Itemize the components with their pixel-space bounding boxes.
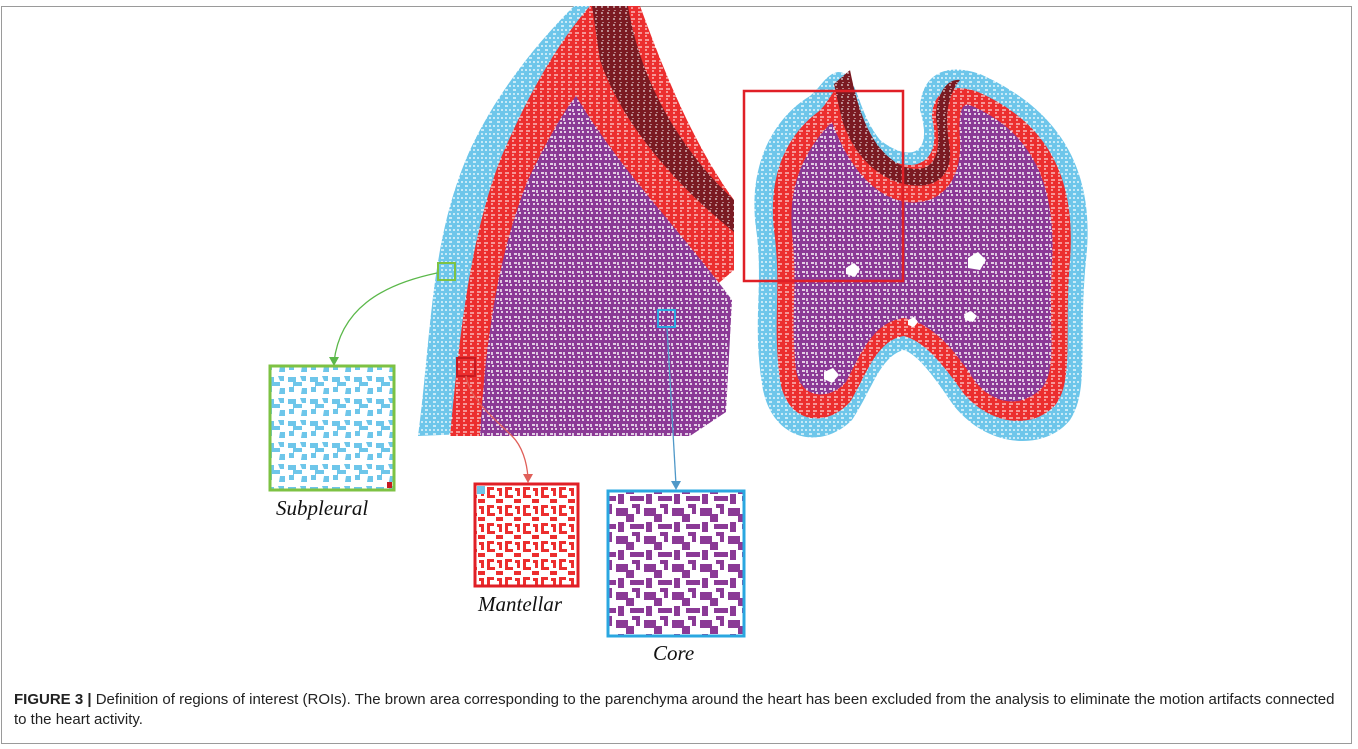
caption-text: Definition of regions of interest (ROIs)… — [14, 691, 1334, 728]
subpleural-label: Subpleural — [276, 496, 368, 521]
figure-number: FIGURE 3 | — [14, 691, 92, 708]
mantellar-arrowhead — [523, 474, 533, 483]
core-zoom-panel — [608, 491, 744, 636]
mantellar-label: Mantellar — [478, 592, 562, 617]
subpleural-connector-arrow — [334, 273, 437, 362]
left-magnified-section — [418, 6, 734, 436]
subpleural-zoom-panel — [270, 366, 394, 490]
lung-roi-figure — [0, 0, 1358, 690]
core-arrowhead — [671, 481, 681, 490]
right-lung-section — [754, 69, 1087, 441]
core-label: Core — [653, 641, 694, 666]
figure-caption: FIGURE 3 | Definition of regions of inte… — [14, 690, 1339, 730]
mantellar-zoom-panel — [475, 484, 578, 586]
